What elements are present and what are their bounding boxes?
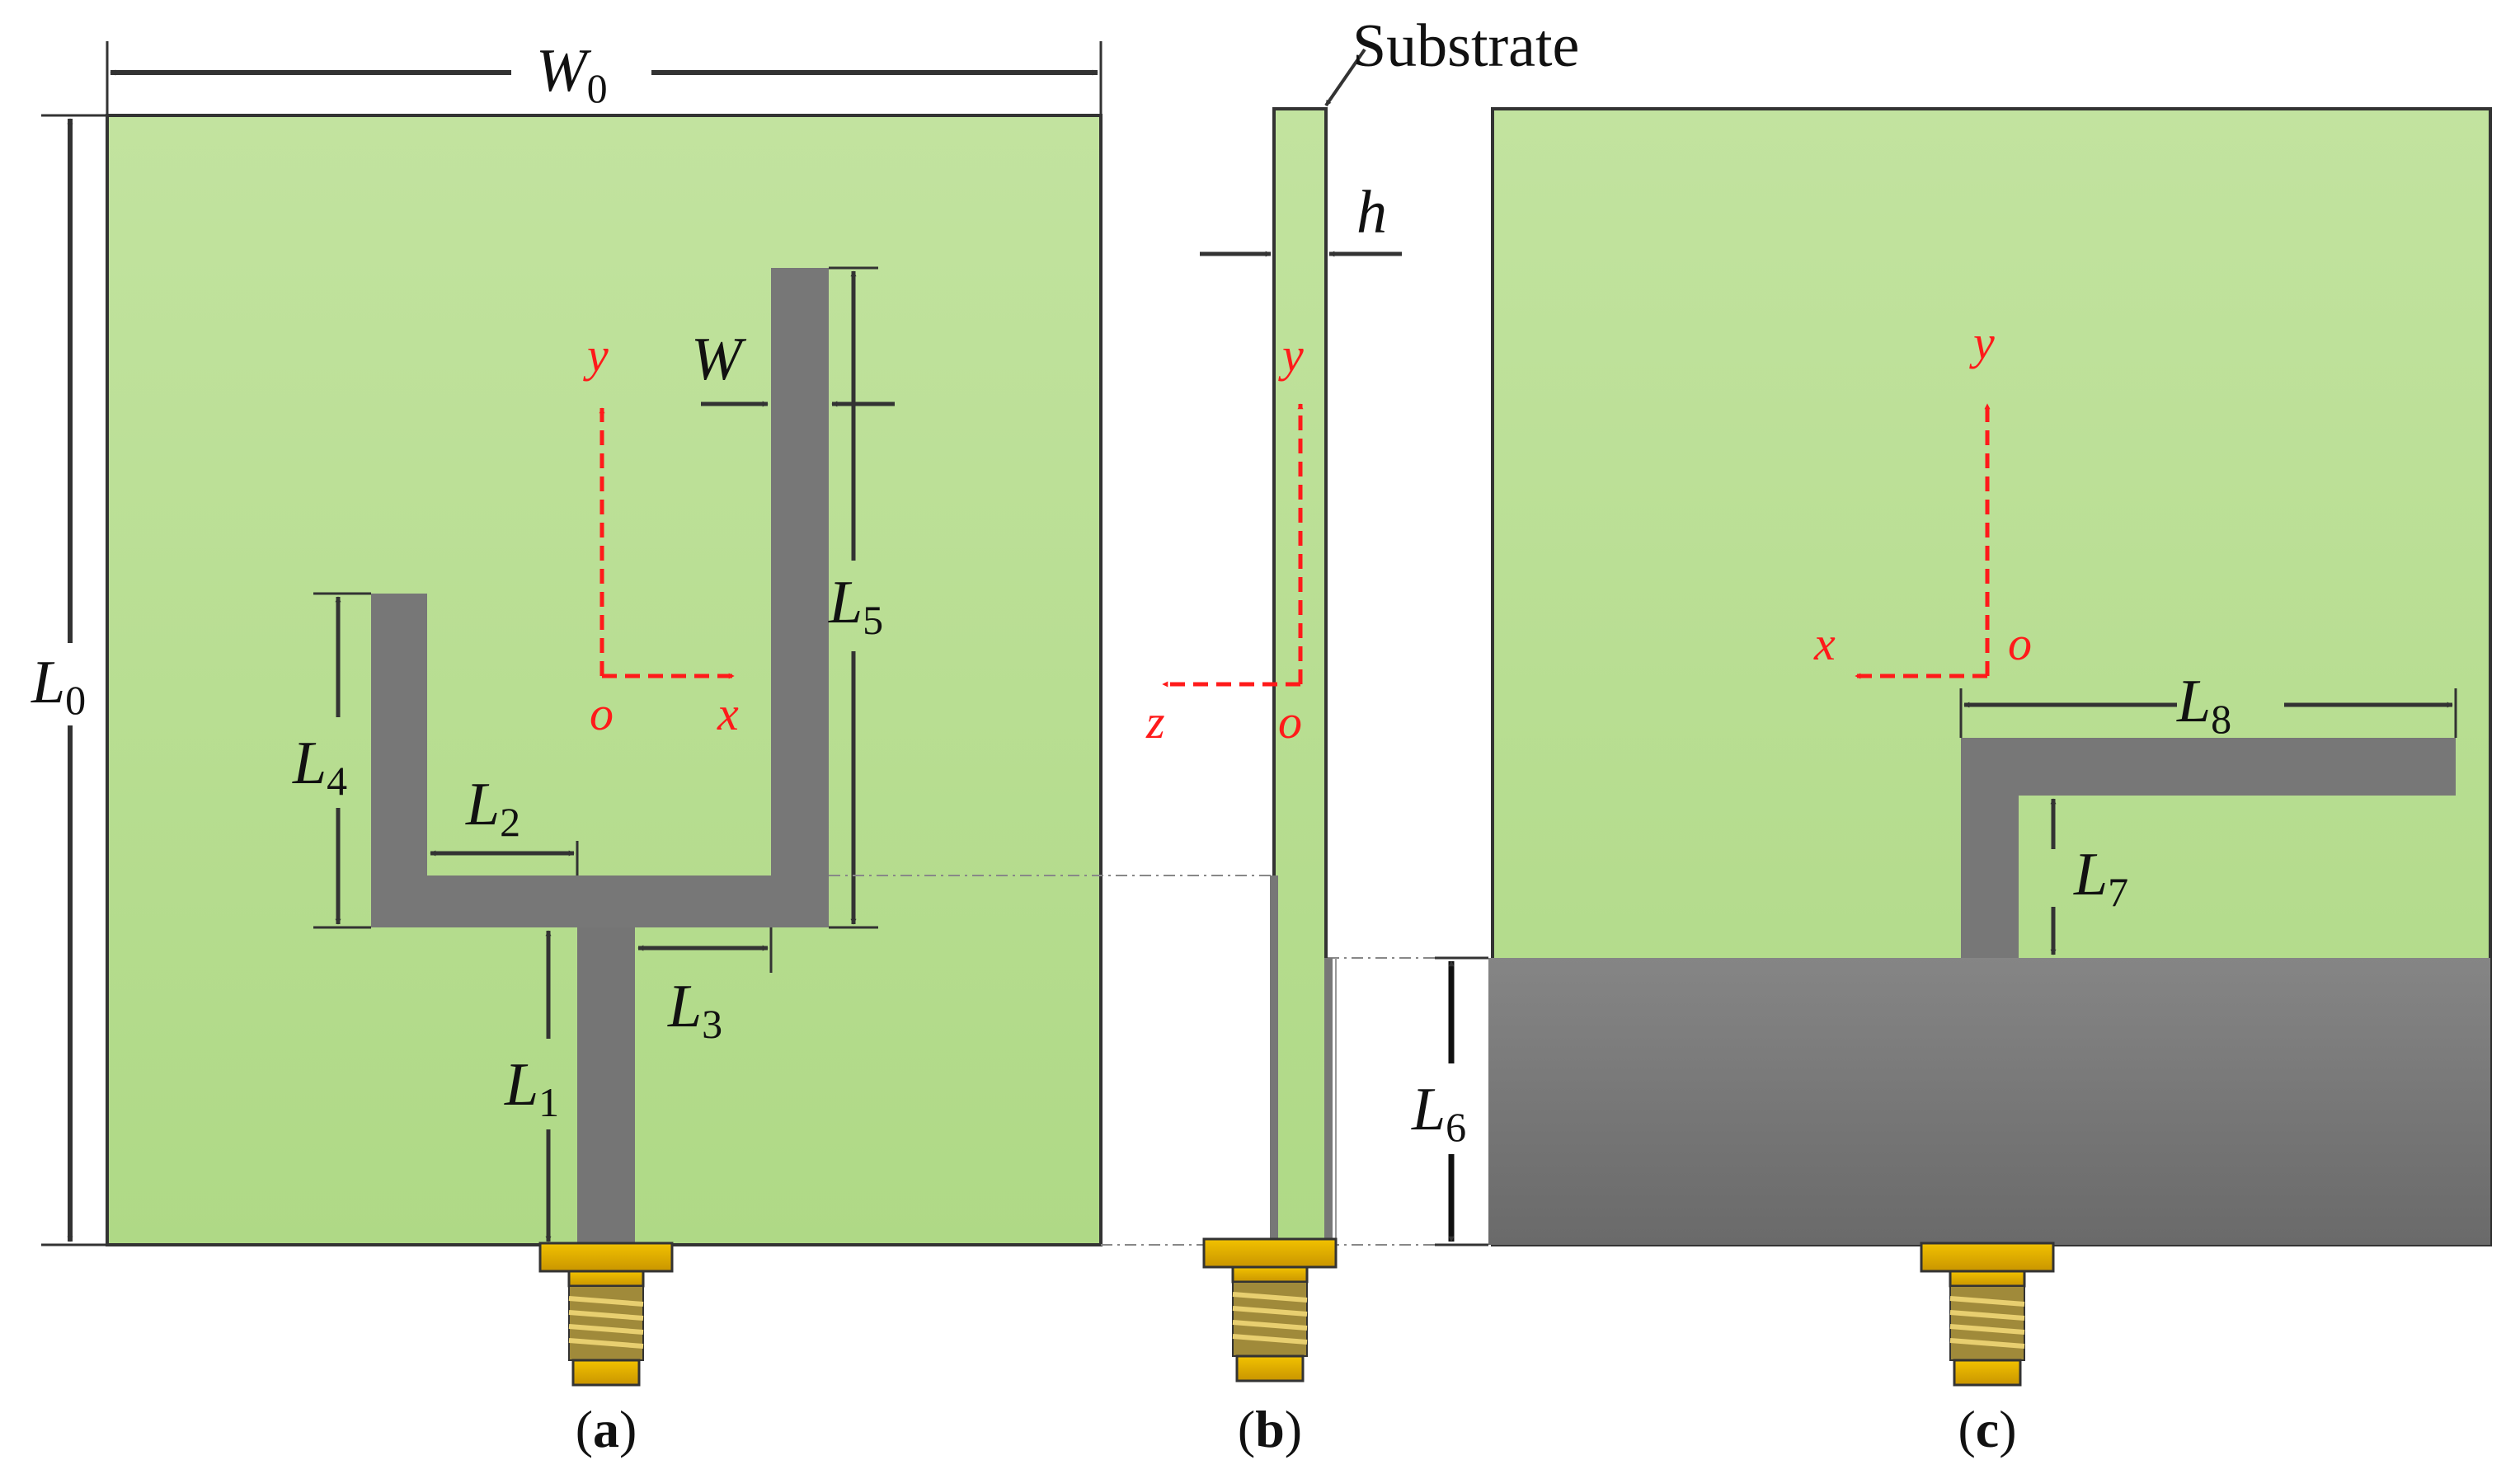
sma-connector-a (538, 1242, 674, 1387)
h-label: h (1356, 179, 1387, 246)
side-ground-copper (1324, 958, 1333, 1245)
left-vertical-arm (371, 594, 427, 927)
L5-label: L5 (828, 569, 883, 643)
axis-x-label-c: x (1813, 617, 1836, 670)
axis-x-label-a: x (717, 687, 739, 740)
right-vertical-arm (771, 268, 829, 927)
stub-horizontal (1961, 738, 2456, 796)
caption-b: (b) (1238, 1400, 1302, 1458)
L8-label: L8 (2176, 668, 2231, 742)
L6-label: L6 (1411, 1076, 1466, 1150)
sma-connector-c (1920, 1242, 2055, 1387)
horizontal-arm (371, 875, 829, 927)
axis-y-label-a: y (583, 328, 609, 382)
ground-plane (1488, 958, 2490, 1245)
panel-a-front-view: W0 L0 L4 L2 L3 L1 L5 W (31, 37, 1102, 1387)
caption-c: (c) (1958, 1400, 2016, 1458)
L7-label: L7 (2073, 841, 2128, 915)
L3-label: L3 (667, 973, 722, 1047)
panel-c-back-view: L8 L7 L6 y x o (1411, 107, 2492, 1387)
caption-a: (a) (576, 1400, 637, 1458)
axis-y-label-c: y (1969, 316, 1995, 369)
sma-connector-b (1202, 1237, 1338, 1382)
origin-label-b: o (1278, 695, 1302, 749)
feed-line (577, 927, 635, 1245)
side-feed-copper (1270, 875, 1278, 1245)
L1-label: L1 (504, 1051, 559, 1125)
origin-label-c: o (2008, 617, 2032, 670)
L0-label: L0 (31, 649, 86, 723)
L4-label: L4 (292, 730, 347, 804)
substrate-callout-line (1324, 48, 1366, 107)
axis-y-label-b: y (1278, 328, 1304, 382)
substrate-label: Substrate (1352, 12, 1579, 80)
W-label: W (691, 326, 747, 393)
panel-b-side-view: Substrate h y z o (1145, 12, 1579, 1382)
W0-label: W0 (536, 37, 608, 111)
origin-label-a: o (590, 687, 614, 740)
L2-label: L2 (465, 771, 520, 845)
axis-z-label-b: z (1145, 695, 1165, 749)
